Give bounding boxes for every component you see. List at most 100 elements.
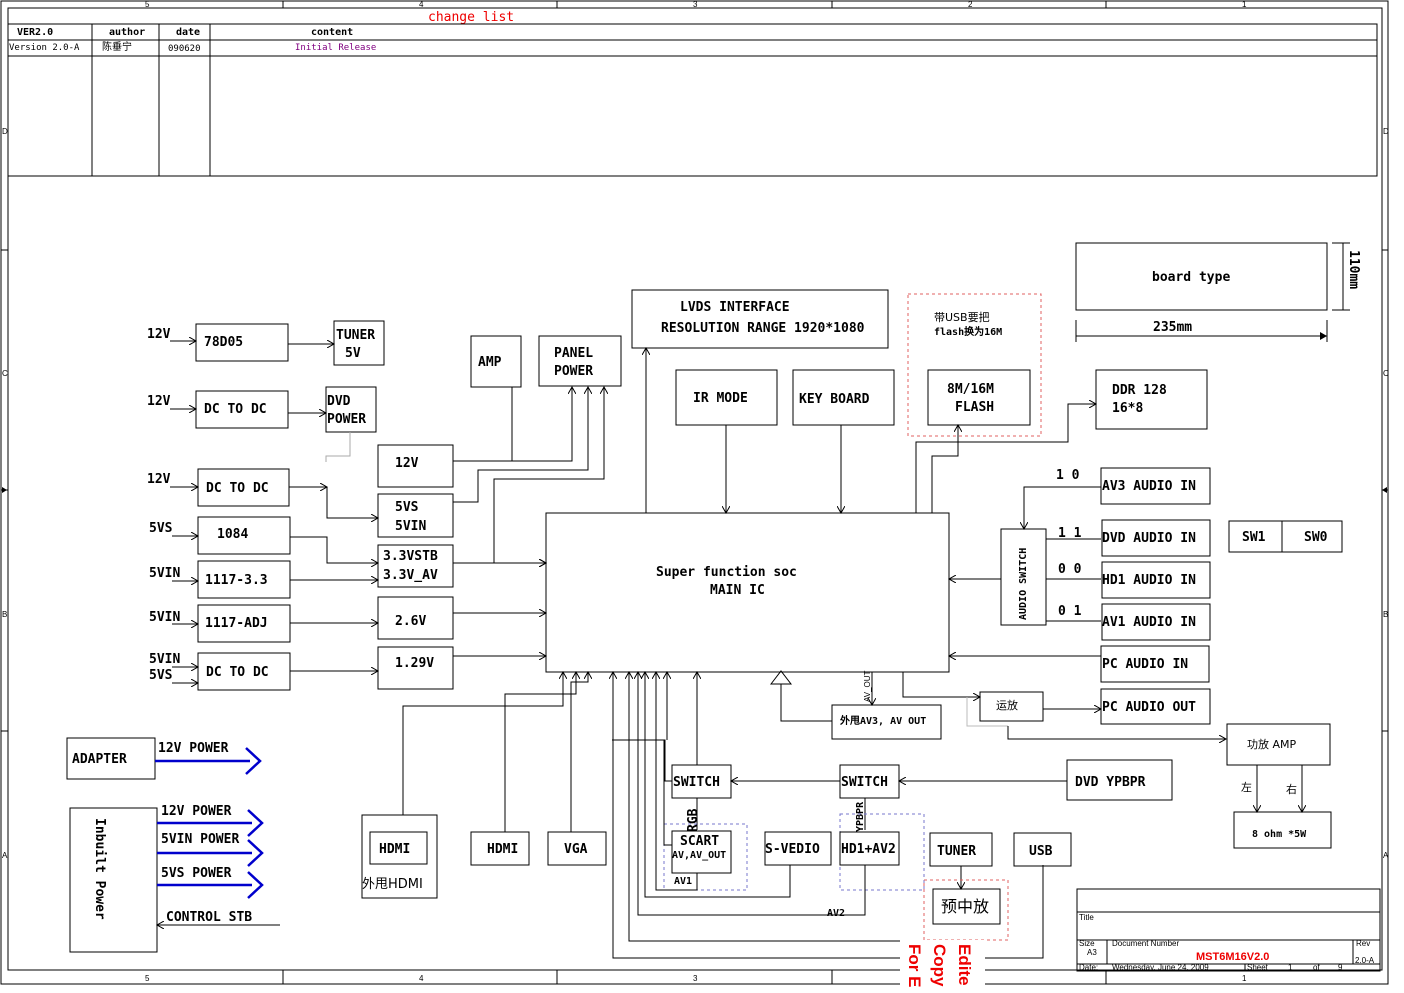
hdmi-ext-label: 外甩HDMI — [362, 877, 423, 892]
hdmi-ext-box — [361, 814, 438, 899]
dcdc1-label: DC TO DC — [204, 402, 267, 417]
ib-5vin-label: 5VIN POWER — [161, 832, 239, 847]
hdmi-box — [470, 831, 530, 866]
cell-content: Initial Release — [295, 43, 376, 53]
ddr-label: 16*8 — [1112, 401, 1143, 416]
title-label: Title — [1079, 913, 1094, 922]
input-5vs-label: 5VS — [149, 521, 173, 536]
adapter-12v-label: 12V POWER — [158, 741, 229, 756]
vga-box — [547, 831, 607, 866]
adapter-box — [66, 737, 156, 780]
top-mark: 3 — [693, 0, 698, 9]
dcdc2-label: DC TO DC — [206, 481, 269, 496]
input-5vs-label: 5VS — [149, 668, 173, 683]
tuner5v-box — [333, 320, 385, 366]
top-mark: 2 — [968, 0, 973, 9]
panel-power-box — [538, 335, 622, 387]
amp-label: AMP — [478, 355, 502, 370]
board-type-label: board type — [1152, 270, 1230, 285]
watermark-text: For E — [905, 944, 924, 987]
amp-box — [470, 335, 522, 388]
usb-label: USB — [1029, 844, 1053, 859]
code-label: 0 1 — [1058, 604, 1082, 619]
switch2-label: SWITCH — [841, 775, 888, 790]
docnum-value: MST6M16V2.0 — [1196, 951, 1269, 963]
input-5vin-label: 5VIN — [149, 652, 180, 667]
size-value: A3 — [1087, 948, 1097, 957]
lvds-label: LVDS INTERFACE — [680, 300, 790, 315]
date-label: Date: — [1079, 963, 1098, 972]
side-mark: D — [2, 127, 8, 136]
ddr-box — [1095, 369, 1208, 430]
control-stb-label: CONTROL STB — [166, 910, 252, 925]
video-inputs: HDMI 外甩HDMI HDMI VGA SWITCH SWITCH DVD Y… — [361, 672, 1173, 959]
av-out-label: AV_OUT — [863, 670, 872, 702]
dvd-ypbpr-box — [1066, 759, 1173, 801]
input-12v-label: 12V — [147, 394, 171, 409]
dvd-power-label: DVD — [327, 394, 351, 409]
date-value: Wednesday, June 24, 2009 — [1112, 963, 1209, 972]
top-blocks: AMP PANEL POWER LVDS INTERFACE RESOLUTIO… — [470, 242, 1361, 513]
hdmi-ext-inner-box — [369, 831, 428, 865]
hd1-audio-label: HD1 AUDIO IN — [1102, 573, 1196, 588]
header-date: date — [176, 27, 200, 38]
top-mark: 1 — [1242, 0, 1247, 9]
cell-author: 陈垂宁 — [102, 40, 132, 53]
input-12v-label: 12V — [147, 472, 171, 487]
audio-switch-label: AUDIO SWITCH — [1018, 548, 1029, 620]
change-list-table: change list VER2.0 author date content V… — [7, 10, 1378, 177]
av1-label: AV1 — [674, 876, 692, 887]
reg-78d05-box — [195, 323, 289, 362]
ext-av3-box — [831, 704, 942, 740]
adapter-label: ADAPTER — [72, 752, 127, 767]
board-width-label: 235mm — [1153, 320, 1192, 335]
cell-date: 090620 — [168, 44, 201, 54]
switch1-label: SWITCH — [673, 775, 720, 790]
change-list-title: change list — [428, 10, 514, 25]
svideo-box — [764, 831, 832, 866]
size-label: Size — [1079, 939, 1095, 948]
watermark: Edite Copy For E — [900, 940, 985, 993]
power-rails: 12V 5VS 5VIN 3.3VSTB 3.3V_AV 2.6V 1.29V — [377, 387, 604, 690]
lvds-resolution-label: RESOLUTION RANGE 1920*1080 — [661, 321, 865, 336]
dvd-power-box — [325, 386, 377, 433]
ext-av3-label: 外甩AV3, AV OUT — [839, 714, 926, 727]
hd1-audio-box — [1101, 561, 1211, 599]
scart-dashed-box — [663, 823, 748, 891]
dvd-power-label: POWER — [327, 412, 366, 427]
av1-audio-label: AV1 AUDIO IN — [1102, 615, 1196, 630]
top-mark: 5 — [145, 0, 150, 9]
av1-audio-box — [1101, 603, 1211, 641]
sw-box — [1228, 520, 1343, 553]
usb-note-dashed-box — [907, 293, 1042, 437]
reg-78d05-label: 78D05 — [204, 335, 243, 350]
ic1084-label: 1084 — [217, 527, 248, 542]
dvd-audio-label: DVD AUDIO IN — [1102, 531, 1196, 546]
header-version: VER2.0 — [17, 27, 53, 38]
rev-value: 2.0-A — [1355, 956, 1375, 965]
usb-note-label: flash换为16M — [934, 325, 1002, 338]
left-label: 左 — [1241, 781, 1252, 794]
hd1av2-box — [839, 831, 900, 866]
ic1117-33-label: 1117-3.3 — [205, 573, 268, 588]
rail-5vin-label: 5VIN — [395, 519, 426, 534]
rail-129-label: 1.29V — [395, 656, 434, 671]
scart-box — [671, 830, 732, 874]
ic1084-box — [197, 516, 291, 555]
rgb-label: RGB — [686, 808, 701, 832]
inbuilt-power-box — [69, 807, 158, 953]
sw1-label: SW1 — [1242, 530, 1266, 545]
pc-audio-in-label: PC AUDIO IN — [1102, 657, 1188, 672]
rail-33stb-label: 3.3VSTB — [383, 549, 438, 564]
frame-marks: 5 4 3 2 1 5 4 3 2 1 D C B A D C B A — [2, 0, 1389, 983]
av2-label: AV2 — [827, 908, 845, 919]
hdmi-ext-label: HDMI — [379, 842, 410, 857]
speaker-label: 8 ohm *5W — [1252, 829, 1307, 840]
av3-audio-label: AV3 AUDIO IN — [1102, 479, 1196, 494]
ypbpr-label: YPBPR — [855, 801, 866, 832]
input-12v-label: 12V — [147, 327, 171, 342]
top-mark: 4 — [419, 0, 424, 9]
side-mark: B — [2, 610, 7, 619]
preamp-box — [932, 888, 1001, 925]
rev-label: Rev — [1356, 939, 1370, 948]
